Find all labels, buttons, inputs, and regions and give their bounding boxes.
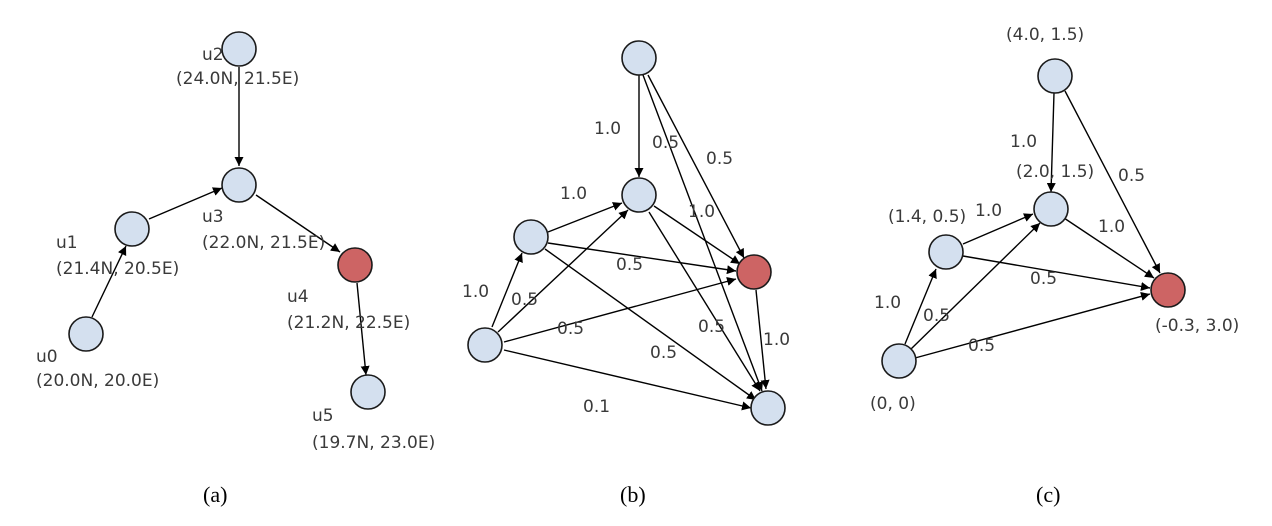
node-c-top <box>1037 58 1073 94</box>
node-u3 <box>221 167 257 203</box>
edge-b-bl-red <box>503 277 737 343</box>
node-u2 <box>221 31 257 67</box>
weight-c-left-mid: 1.0 <box>975 201 1002 221</box>
node-b-bottom-left <box>467 327 503 363</box>
weight-b-left-red: 0.5 <box>616 255 643 275</box>
label-u4-coord: (21.2N, 22.5E) <box>287 313 410 333</box>
edge-c-left-mid <box>962 213 1034 245</box>
label-u3-coord: (22.0N, 21.5E) <box>202 233 325 253</box>
caption-a: (a) <box>203 482 227 507</box>
edge-c-top-red <box>1064 90 1161 274</box>
weight-b-left-mid: 1.0 <box>560 184 587 204</box>
weight-c-mid-red: 1.0 <box>1098 217 1125 237</box>
label-u3-name: u3 <box>202 207 224 227</box>
edge-c-top-mid <box>1046 92 1056 193</box>
edge-b-mid-red <box>653 205 741 265</box>
coord-c-bottom: (0, 0) <box>870 394 916 414</box>
edge-u1-u3 <box>148 187 223 220</box>
caption-c: (c) <box>1036 482 1060 507</box>
edge-u0-u1 <box>91 245 127 318</box>
edge-c-bottom-red <box>914 292 1151 359</box>
edge-b-left-br <box>544 248 757 401</box>
weight-c-bottom-mid: 0.5 <box>923 306 950 326</box>
node-b-left <box>513 219 549 255</box>
edge-c-bottom-mid <box>910 222 1041 350</box>
caption-b: (b) <box>620 482 646 507</box>
weight-b-left-br: 0.5 <box>650 343 677 363</box>
weight-c-top-mid: 1.0 <box>1010 132 1037 152</box>
label-u5-name: u5 <box>312 406 334 426</box>
coord-c-red: (-0.3, 3.0) <box>1155 316 1239 336</box>
node-b-bottom-right <box>750 390 786 426</box>
coord-c-top: (4.0, 1.5) <box>1006 25 1084 45</box>
node-b-red <box>736 254 772 290</box>
node-b-top <box>621 40 657 76</box>
weight-b-bl-red: 0.5 <box>557 319 584 339</box>
edge-u3-u4 <box>255 194 341 253</box>
node-u0 <box>68 316 104 352</box>
edge-b-bl-left <box>491 252 523 328</box>
weight-b-bl-br: 0.1 <box>583 397 610 417</box>
panel-a: u2 (24.0N, 21.5E) u1 (21.4N, 20.5E) u3 (… <box>36 31 435 507</box>
weight-c-left-red: 0.5 <box>1030 269 1057 289</box>
weight-b-bl-mid: 0.5 <box>511 290 538 310</box>
edge-c-mid-red <box>1063 217 1155 279</box>
edge-u4-u5 <box>356 282 370 376</box>
edge-b-left-red <box>547 242 737 275</box>
node-u4 <box>337 247 373 283</box>
weight-c-bottom-red: 0.5 <box>968 336 995 356</box>
weight-b-top-mid: 1.0 <box>594 119 621 139</box>
node-c-left <box>928 234 964 270</box>
node-c-mid <box>1033 191 1069 227</box>
label-u2-name: u2 <box>202 45 224 65</box>
label-u2-coord: (24.0N, 21.5E) <box>176 69 299 89</box>
node-c-bottom <box>881 343 917 379</box>
label-u1-coord: (21.4N, 20.5E) <box>56 259 179 279</box>
weight-b-top-red-right: 0.5 <box>706 149 733 169</box>
edge-b-bl-mid <box>497 209 629 333</box>
edge-b-bl-br <box>503 349 752 411</box>
weight-b-red-br: 1.0 <box>763 330 790 350</box>
weight-b-bl-left: 1.0 <box>462 282 489 302</box>
edge-b-top-red <box>647 74 745 259</box>
weight-c-top-red: 0.5 <box>1118 166 1145 186</box>
panel-b: 1.0 0.5 0.5 1.0 1.0 0.5 1.0 0.5 0.5 0.5 … <box>462 40 790 507</box>
coord-c-left: (1.4, 0.5) <box>888 207 966 227</box>
label-u0-coord: (20.0N, 20.0E) <box>36 371 159 391</box>
label-u5-coord: (19.7N, 23.0E) <box>312 433 435 453</box>
node-u1 <box>114 211 150 247</box>
label-u4-name: u4 <box>287 287 309 307</box>
weight-b-mid-br: 0.5 <box>698 317 725 337</box>
weight-b-top-red-left: 0.5 <box>652 133 679 153</box>
edge-b-red-br <box>755 289 770 390</box>
edge-b-left-mid <box>547 202 623 233</box>
label-u0-name: u0 <box>36 347 58 367</box>
node-b-mid <box>621 177 657 213</box>
weight-b-mid-red: 1.0 <box>688 202 715 222</box>
edge-c-left-red <box>962 255 1151 291</box>
edge-b-mid-br <box>648 211 761 392</box>
edge-c-bottom-left <box>904 268 937 345</box>
coord-c-mid: (2.0, 1.5) <box>1016 162 1094 182</box>
panel-c: (4.0, 1.5) (2.0, 1.5) (1.4, 0.5) (0, 0) … <box>870 25 1239 507</box>
weight-c-bottom-left: 1.0 <box>874 293 901 313</box>
edge-b-top-br <box>642 74 764 392</box>
node-u5 <box>350 374 386 410</box>
label-u1-name: u1 <box>56 233 78 253</box>
node-c-red <box>1150 272 1186 308</box>
